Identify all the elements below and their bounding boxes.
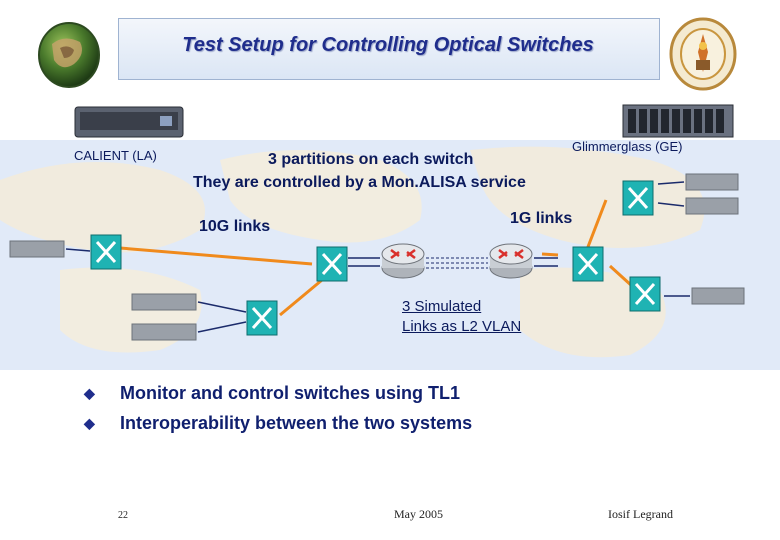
links-1g-label: 1G links bbox=[510, 210, 573, 227]
router-icon bbox=[489, 243, 533, 279]
caltech-seal-icon bbox=[669, 17, 737, 91]
bullet-icon: ◆ bbox=[84, 385, 95, 401]
slide-title: Test Setup for Controlling Optical Switc… bbox=[182, 34, 594, 56]
host-lower-2 bbox=[131, 323, 197, 341]
optical-switch-icon bbox=[246, 300, 278, 336]
partitions-line-2: They are controlled by a Mon.ALISA servi… bbox=[193, 174, 526, 191]
host-right-2 bbox=[685, 197, 739, 215]
list-item: ◆ Interoperability between the two syste… bbox=[84, 408, 472, 438]
host-lower-1 bbox=[131, 293, 197, 311]
title-bar bbox=[118, 18, 660, 80]
router-icon bbox=[381, 243, 425, 279]
optical-switch-icon bbox=[572, 246, 604, 282]
optical-switch-icon bbox=[90, 234, 122, 270]
bullet-icon: ◆ bbox=[84, 415, 95, 431]
host-right-3 bbox=[691, 287, 745, 305]
optical-switch-icon bbox=[316, 246, 348, 282]
links-10g-label: 10G links bbox=[199, 218, 271, 235]
calient-server-icon bbox=[74, 106, 184, 138]
partitions-line-1: 3 partitions on each switch bbox=[268, 151, 474, 168]
glimmerglass-server-icon bbox=[622, 104, 734, 138]
footer-date: May 2005 bbox=[394, 507, 443, 521]
simulated-links-line-1: 3 Simulated bbox=[402, 298, 482, 315]
calient-label: CALIENT (LA) bbox=[74, 148, 157, 163]
bullet-list: ◆ Monitor and control switches using TL1… bbox=[84, 378, 472, 438]
host-left bbox=[9, 240, 65, 258]
simulated-links-line-2: Links as L2 VLAN bbox=[402, 318, 522, 335]
host-right-1 bbox=[685, 173, 739, 191]
optical-switch-icon bbox=[622, 180, 654, 216]
footer-author: Iosif Legrand bbox=[608, 507, 673, 521]
optical-switch-icon bbox=[629, 276, 661, 312]
page-number: 22 bbox=[118, 510, 128, 521]
glimmerglass-label: Glimmerglass (GE) bbox=[572, 139, 683, 154]
globe-logo-icon bbox=[38, 22, 100, 88]
list-item: ◆ Monitor and control switches using TL1 bbox=[84, 378, 472, 408]
